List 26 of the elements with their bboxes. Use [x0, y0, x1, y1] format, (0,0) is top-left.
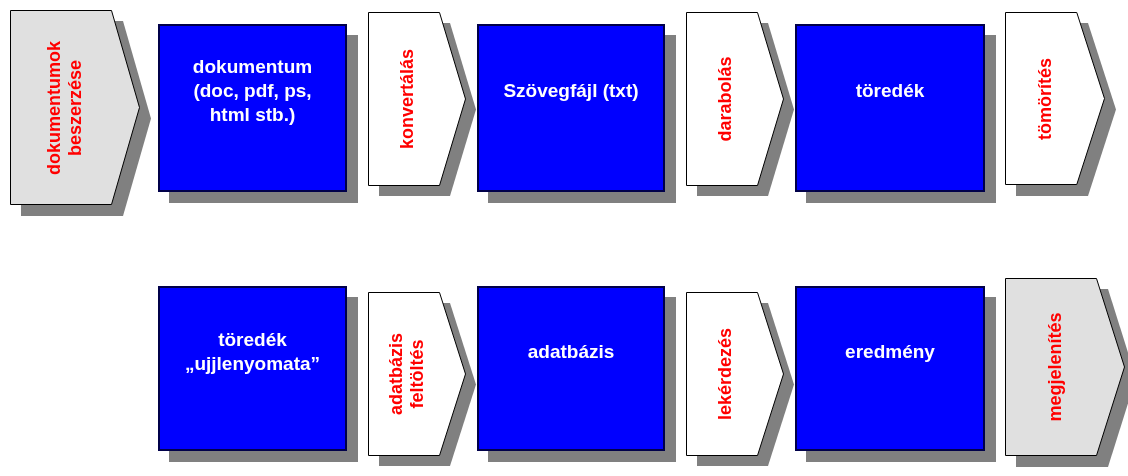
block-arrow	[368, 292, 466, 456]
block-arrow	[686, 12, 784, 186]
box-label: töredék „ujjlenyomata”	[183, 327, 322, 376]
edge-label: adatbázis feltöltés	[385, 331, 428, 417]
process-chevron	[10, 10, 140, 205]
box-label: Szövegfájl (txt)	[503, 79, 639, 103]
step-label: megjelenítés	[1044, 311, 1066, 424]
box-label: dokumentum (doc, pdf, ps, html stb.)	[191, 55, 314, 127]
box-label: eredmény	[845, 339, 935, 364]
edge-label: konvertálás	[396, 47, 417, 151]
process-box	[477, 286, 665, 451]
process-chevron	[1005, 12, 1105, 185]
step-label: tömörítés	[1034, 56, 1056, 142]
step-label: dokumentumok beszerzése	[44, 39, 86, 177]
process-box	[795, 286, 985, 451]
block-arrow	[686, 292, 784, 456]
edge-label: lekérdezés	[714, 326, 735, 422]
process-box	[158, 24, 347, 192]
block-arrow	[368, 12, 466, 186]
process-box	[477, 24, 665, 192]
box-label: adatbázis	[527, 339, 615, 364]
process-box	[158, 286, 347, 451]
process-chevron	[1005, 278, 1125, 456]
edge-label: darabolás	[714, 55, 735, 144]
box-label: töredék	[855, 79, 925, 103]
process-box	[795, 24, 985, 192]
